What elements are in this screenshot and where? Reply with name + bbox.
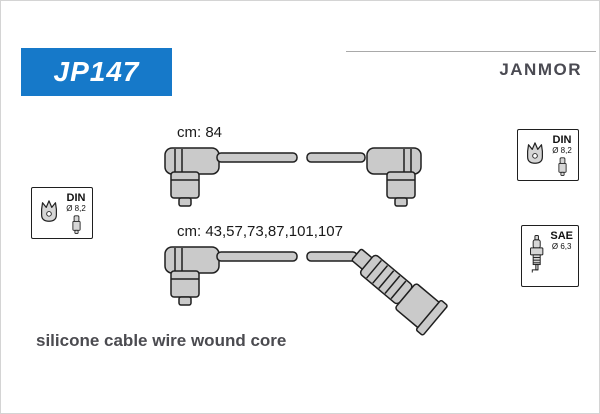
wire-length-label-bottom: cm: 43,57,73,87,101,107: [177, 223, 343, 240]
spec-standard: DIN: [552, 134, 572, 146]
wire-length-label-top: cm: 84: [177, 124, 223, 141]
distributor-socket-icon: [527, 142, 543, 164]
din-plug-icon: [557, 157, 567, 176]
spec-diameter: Ø 8,2: [552, 146, 572, 156]
distributor-socket-icon: [41, 200, 57, 222]
din-spec-box-right: DIN Ø 8,2: [517, 129, 579, 181]
ignition-wire-illustration-top: [164, 147, 422, 207]
spec-diameter: Ø 6,3: [551, 242, 572, 252]
din-plug-icon: [71, 215, 81, 234]
spec-diameter: Ø 8,2: [66, 204, 86, 214]
product-description: silicone cable wire wound core: [36, 331, 287, 350]
part-number: JP147: [53, 56, 140, 87]
sae-spec-box: SAE Ø 6,3: [521, 225, 579, 287]
spark-plug-icon: [530, 235, 544, 273]
header-divider-line: [346, 51, 596, 52]
ignition-wire-illustration-bottom: [164, 246, 448, 336]
spec-standard: DIN: [66, 192, 86, 204]
din-spec-box-left: DIN Ø 8,2: [31, 187, 93, 239]
brand-logo: JANMOR: [499, 60, 582, 79]
part-number-box: JP147: [21, 48, 172, 96]
spec-standard: SAE: [550, 230, 573, 242]
